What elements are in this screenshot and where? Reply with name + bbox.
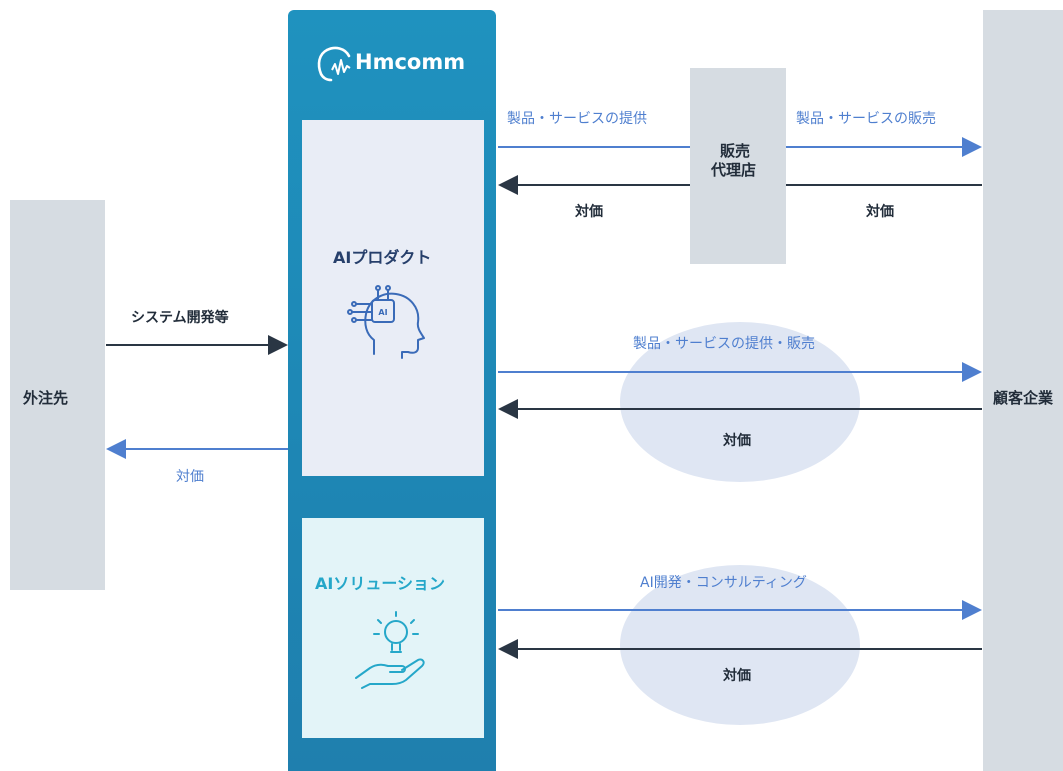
head-waveform-icon xyxy=(317,46,351,82)
ai-product-label: AIプロダクト xyxy=(333,248,432,267)
sales-agency-label-line1: 販売 xyxy=(720,142,751,160)
ai-head-icon: AI xyxy=(347,285,425,359)
solution-label: AI開発・コンサルティング xyxy=(640,575,807,591)
ai-solution-label: AIソリューション xyxy=(315,574,446,593)
solution-arrowhead xyxy=(962,600,982,620)
lightbulb-hand-icon xyxy=(355,611,425,689)
direct-pay-arrowhead xyxy=(498,399,518,419)
agency-sell-arrowhead xyxy=(962,137,982,157)
agency-pay-label: 対価 xyxy=(575,204,603,220)
sales-agency-box xyxy=(690,68,786,264)
system-dev-label: システム開発等 xyxy=(131,310,229,326)
agency-pay-arrowhead xyxy=(498,175,518,195)
outsource-label: 外注先 xyxy=(23,389,69,407)
solution-pay-label: 対価 xyxy=(723,668,751,684)
direct-pay-label: 対価 xyxy=(723,433,751,449)
direct-sales-arrowhead xyxy=(962,362,982,382)
sales-agency-label-line2: 代理店 xyxy=(711,161,757,179)
customer-label: 顧客企業 xyxy=(993,389,1054,407)
outsource-pay-label: 対価 xyxy=(176,469,204,485)
direct-sales-ellipse xyxy=(620,322,860,482)
agency-sell-label: 製品・サービスの販売 xyxy=(796,111,936,127)
solution-ellipse xyxy=(620,565,860,725)
ai-solution-box xyxy=(302,518,484,738)
direct-sales-label: 製品・サービスの提供・販売 xyxy=(633,336,815,352)
agency-supply-label: 製品・サービスの提供 xyxy=(507,111,647,127)
solution-pay-arrowhead xyxy=(498,639,518,659)
customer-box xyxy=(983,10,1063,771)
hmcomm-logo-text: Hmcomm xyxy=(355,50,466,74)
outsource-pay-arrowhead xyxy=(106,439,126,459)
ai-product-box xyxy=(302,120,484,476)
outsource-box xyxy=(10,200,105,590)
svg-text:AI: AI xyxy=(378,308,387,317)
customer-pay-agency-label: 対価 xyxy=(866,204,894,220)
system-dev-arrowhead xyxy=(268,335,288,355)
